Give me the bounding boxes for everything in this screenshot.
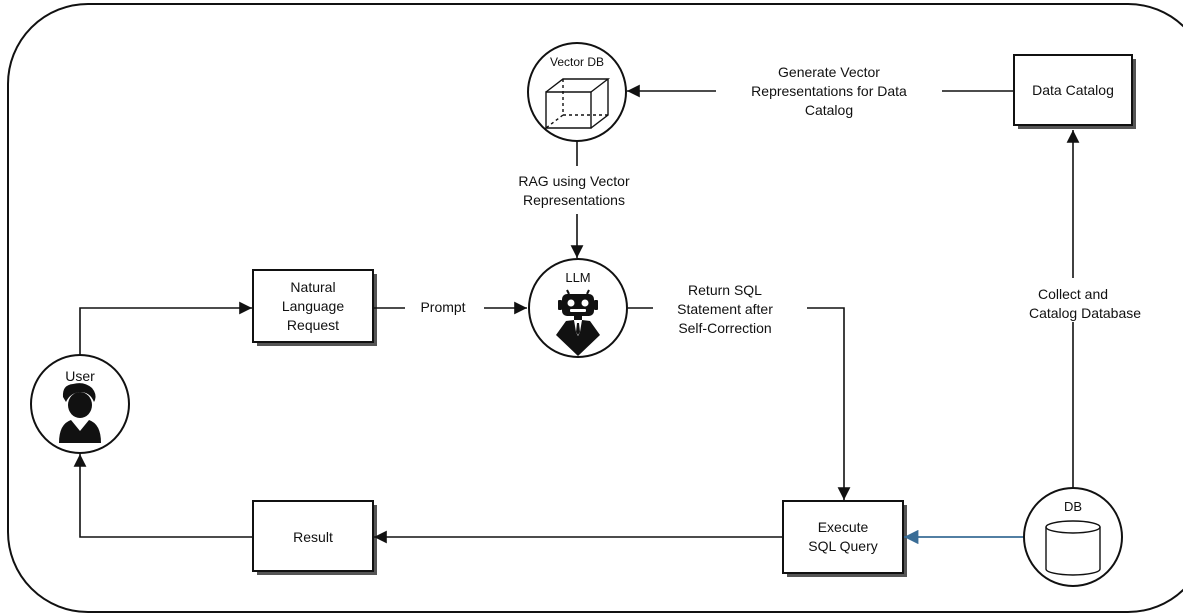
return-to-execute-arrow [807,307,851,500]
user-icon [59,383,101,443]
svg-text:RAG using Vector: RAG using Vector [518,173,630,189]
data-catalog-node: Data Catalog [1013,54,1136,129]
user-to-nlr-arrow [79,301,252,355]
user-label: User [65,368,95,384]
svg-text:SQL Query: SQL Query [808,538,878,554]
cube-icon [545,78,611,129]
natural-language-request-node: Natural Language Request [252,269,377,346]
result-node: Result [252,500,377,575]
svg-text:Catalog Database: Catalog Database [1029,305,1141,321]
collect-catalog-label: Collect and Catalog Database [1029,286,1141,321]
svg-text:Representations for Data: Representations for Data [751,83,907,99]
svg-text:Request: Request [287,317,339,333]
return-sql-label: Return SQL Statement after Self-Correcti… [677,282,773,336]
prompt-label: Prompt [420,299,465,315]
result-label: Result [293,529,333,545]
db-node: DB [1023,487,1123,587]
llm-node: LLM [528,258,628,358]
svg-text:Catalog: Catalog [805,102,853,118]
database-icon [1045,520,1101,576]
data-catalog-label: Data Catalog [1032,82,1114,98]
outer-frame [7,3,1183,613]
generate-vectors-label: Generate Vector Representations for Data… [751,64,907,118]
user-node: User [30,354,130,454]
execute-sql-query-node: Execute SQL Query [782,500,907,577]
vector-db-label: Vector DB [550,55,604,69]
db-label: DB [1064,499,1082,514]
llm-label: LLM [565,270,590,285]
svg-text:Natural: Natural [290,279,335,295]
svg-text:Return SQL: Return SQL [688,282,762,298]
svg-text:Self-Correction: Self-Correction [678,320,771,336]
svg-text:Language: Language [282,298,345,314]
svg-text:Collect and: Collect and [1038,286,1108,302]
svg-text:Statement after: Statement after [677,301,773,317]
svg-text:Generate Vector: Generate Vector [778,64,880,80]
svg-text:Execute: Execute [818,519,869,535]
robot-icon [556,289,600,356]
vector-db-node: Vector DB [527,42,627,142]
rag-label: RAG using Vector Representations [518,173,630,208]
svg-text:Representations: Representations [523,192,625,208]
result-to-user-arrow [73,454,252,538]
